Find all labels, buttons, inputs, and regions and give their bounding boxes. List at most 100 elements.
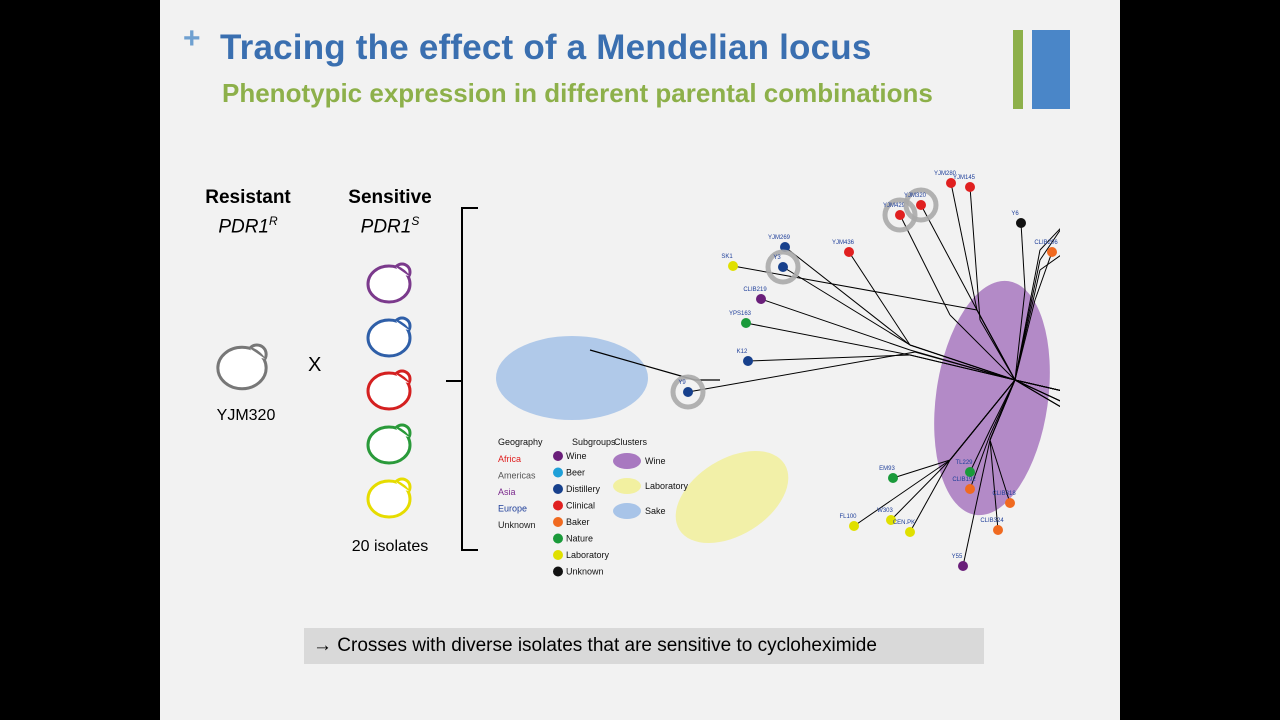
- leaf-node: [946, 178, 956, 188]
- leaf-label: CLIB324: [980, 518, 1004, 524]
- legend-header: Subgroups: [572, 437, 616, 447]
- leaf-node: [965, 182, 975, 192]
- tree-branch: [1014, 249, 1041, 381]
- legend-swatch: [553, 517, 563, 527]
- legend-swatch: [553, 550, 563, 560]
- legend-cluster-swatch: [613, 503, 641, 519]
- leaf-label: Y6: [1011, 211, 1019, 217]
- legend-cluster-swatch: [613, 453, 641, 469]
- sensitive-yeast-cells: [366, 262, 412, 519]
- leaf-label: EM93: [879, 466, 895, 472]
- sensitive-yeast-cell-icon: [366, 477, 412, 519]
- leaf-label: Y3: [773, 255, 781, 261]
- sensitive-header: Sensitive: [348, 187, 432, 208]
- leaf-label: Y55: [952, 554, 963, 560]
- legend-header: Clusters: [614, 437, 648, 447]
- tree-branch: [760, 298, 911, 351]
- legend-cluster-item: Wine: [645, 456, 666, 466]
- tree-leaf: CLIB206: [1034, 240, 1058, 257]
- highlight-ring: [903, 187, 939, 223]
- tree-branch: [1039, 228, 1060, 251]
- legend-header: Geography: [498, 437, 543, 447]
- tree-branch: [899, 214, 951, 316]
- legend-geography-item: Africa: [498, 454, 521, 464]
- tree-branch: [892, 459, 951, 479]
- tree-leaf: K12: [737, 349, 753, 366]
- leaf-node: [780, 242, 790, 252]
- tree-branch: [1014, 299, 1036, 381]
- leaf-node: [743, 356, 753, 366]
- highlight-ring: [670, 374, 706, 410]
- tree-leaf: YPS163: [729, 311, 752, 328]
- tree-branch: [745, 322, 911, 356]
- tree-branch: [909, 354, 1016, 381]
- tree-leaf: YJM436: [832, 240, 855, 257]
- tree-branch: [1039, 255, 1060, 271]
- tree-legend: GeographyAfricaAmericasAsiaEuropeUnknown…: [498, 437, 689, 577]
- sensitive-yeast-cell-icon: [366, 316, 412, 358]
- isolates-bracket: [461, 207, 478, 551]
- leaf-label: TL229: [955, 460, 973, 466]
- tree-branch: [962, 439, 991, 567]
- leaf-label: YJM320: [904, 193, 927, 199]
- accent-bar-blue: [1032, 30, 1070, 109]
- leaf-label: YJM269: [768, 235, 791, 241]
- leaf-label: SK1: [721, 254, 733, 260]
- tree-branch: [909, 459, 951, 533]
- tree-leaf: FL100: [839, 514, 859, 531]
- leaf-label: FL100: [839, 514, 857, 520]
- leaf-node: [741, 318, 751, 328]
- legend-cluster-item: Sake: [645, 506, 666, 516]
- sensitive-yeast-cell-icon: [366, 262, 412, 304]
- legend-swatch: [553, 533, 563, 544]
- leaf-node: [1005, 498, 1015, 508]
- resistant-gene: PDR1R: [218, 214, 278, 238]
- leaf-label: W303: [877, 508, 893, 514]
- legend-subgroup-item: Laboratory: [566, 550, 610, 560]
- legend-swatch: [553, 451, 563, 461]
- yeast-cells: [216, 207, 478, 551]
- tree-branch: [782, 266, 911, 346]
- leaf-node: [965, 467, 975, 477]
- plus-icon: +: [183, 22, 201, 55]
- tree-branch: [976, 309, 1016, 381]
- highlight-ring: [882, 197, 918, 233]
- legend-subgroup-item: Distillery: [566, 484, 601, 494]
- legend-geography-item: Americas: [498, 471, 536, 481]
- accent-bar-green: [1013, 30, 1023, 109]
- tree-branch: [848, 251, 911, 346]
- leaf-label: YJM436: [832, 240, 855, 246]
- legend-subgroup-item: Unknown: [566, 567, 604, 577]
- wine-cluster: [934, 280, 1050, 516]
- tree-leaf: TL229: [955, 460, 975, 477]
- leaf-node: [778, 262, 788, 272]
- leaf-node: [993, 525, 1003, 535]
- leaf-node: [756, 294, 766, 304]
- legend-swatch: [553, 467, 563, 478]
- leaf-node: [888, 473, 898, 483]
- tree-branch: [853, 459, 951, 527]
- tree-branch: [909, 344, 1016, 381]
- tree-leaf: CLIB318: [992, 491, 1016, 508]
- legend-geography-item: Asia: [498, 487, 516, 497]
- tree-branch: [989, 379, 1016, 436]
- tree-branch: [784, 246, 911, 346]
- legend-swatch: [553, 500, 563, 511]
- leaf-node: [849, 521, 859, 531]
- tree-leaf: SK1: [721, 254, 738, 271]
- legend-subgroup-item: Nature: [566, 534, 593, 544]
- legend-geography-item: Unknown: [498, 520, 536, 530]
- leaf-label: Y9: [678, 380, 686, 386]
- leaf-label: YPS163: [729, 311, 752, 317]
- legend-subgroup-item: Baker: [566, 517, 590, 527]
- slide-title: Tracing the effect of a Mendelian locus: [220, 28, 872, 67]
- slide: + Tracing the effect of a Mendelian locu…: [160, 0, 1120, 720]
- tree-leaves: YJM280YJM1453221348273614X378604XY6CLIB2…: [670, 171, 1058, 571]
- legend-swatch: [553, 566, 563, 577]
- slide-subtitle: Phenotypic expression in different paren…: [222, 78, 933, 108]
- tree-branch: [1014, 379, 1060, 402]
- tree-leaf: YJM269: [768, 235, 791, 252]
- sensitive-yeast-cell-icon: [366, 369, 412, 411]
- tree-branch: [914, 351, 1016, 381]
- leaf-node: [916, 200, 926, 210]
